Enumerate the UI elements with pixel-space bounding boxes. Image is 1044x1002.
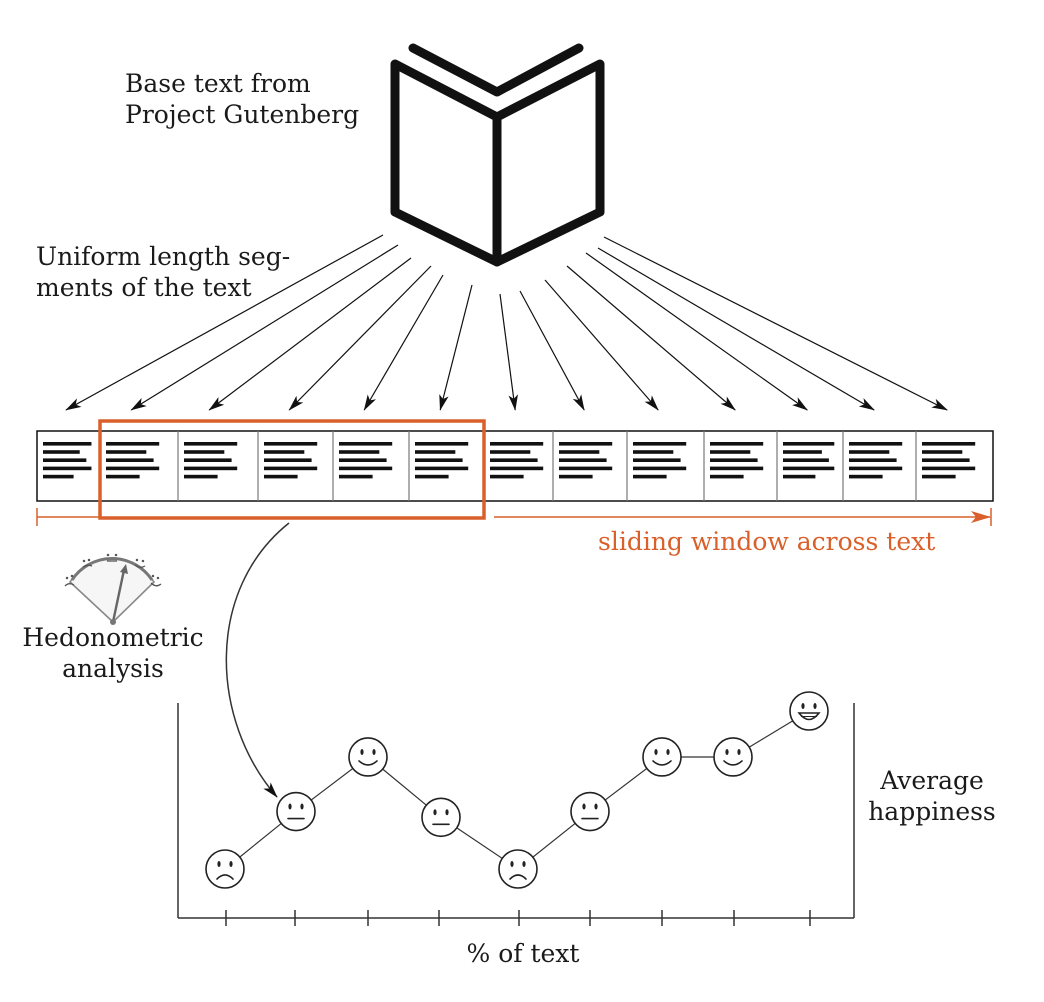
average-line-2: happiness [868, 797, 996, 826]
data-point-very-happy-face [789, 691, 829, 731]
text-segment [339, 442, 393, 479]
segment-arrow [519, 290, 585, 411]
data-point-sad-face [205, 849, 245, 889]
analysis-curve-arrow [225, 522, 290, 798]
base-text-line-2: Project Gutenberg [125, 100, 360, 129]
segment-arrow [363, 274, 444, 411]
hedonometric-line-1: Hedonometric [22, 623, 204, 652]
data-point-neutral-face [276, 791, 316, 832]
text-segment [43, 442, 92, 479]
segment-arrow [544, 279, 659, 411]
segment-arrow [130, 244, 399, 411]
hedonometric-line-2: analysis [62, 654, 164, 683]
text-segment [106, 442, 160, 479]
text-segment [415, 442, 469, 479]
data-point-neutral-face [421, 797, 461, 838]
happiness-line [224, 710, 810, 870]
segments-label: Uniform length seg- ments of the text [36, 241, 290, 303]
text-segment [264, 442, 318, 479]
sliding-window-box [98, 419, 486, 520]
text-segment [633, 442, 687, 479]
text-segment [559, 442, 613, 479]
segment-arrow [566, 265, 736, 411]
text-segment-strip [36, 430, 994, 502]
base-text-label: Base text from Project Gutenberg [125, 68, 359, 130]
x-axis-ticks [225, 910, 811, 926]
text-segment [710, 442, 764, 479]
sliding-window-label: sliding window across text [598, 527, 936, 556]
segment-arrow [208, 257, 412, 411]
segment-arrow [65, 234, 384, 411]
segment-arrow [585, 252, 808, 411]
segment-arrow [499, 293, 518, 411]
text-segment [490, 442, 544, 479]
segments-line-1: Uniform length seg- [36, 242, 291, 271]
data-point-happy-face [713, 737, 753, 777]
segment-arrow [597, 247, 875, 411]
data-point-sad-face [498, 849, 538, 889]
segment-arrows [65, 234, 948, 411]
segments-line-2: ments of the text [36, 273, 252, 302]
data-point-happy-face [348, 737, 388, 777]
happiness-plot [205, 691, 829, 889]
data-point-neutral-face [570, 791, 610, 832]
sliding-window-arrow [36, 508, 992, 526]
x-axis-label: % of text [466, 939, 580, 968]
strip-border [36, 430, 994, 502]
open-book-icon [390, 43, 605, 267]
base-text-line-1: Base text from [125, 69, 311, 98]
data-point-happy-face [642, 737, 682, 777]
hedonometer-gauge-icon [64, 553, 162, 625]
average-line-1: Average [880, 766, 984, 795]
text-segment [184, 442, 238, 479]
segment-arrow [288, 265, 432, 411]
text-segment [783, 442, 835, 479]
hedonometric-label: Hedonometric analysis [18, 622, 208, 684]
chart-frame [177, 703, 855, 919]
average-happiness-label: Average happiness [862, 765, 1002, 827]
segment-arrow [439, 284, 473, 411]
segment-arrow [603, 236, 948, 411]
text-segment [922, 442, 976, 479]
text-segment [849, 442, 903, 479]
